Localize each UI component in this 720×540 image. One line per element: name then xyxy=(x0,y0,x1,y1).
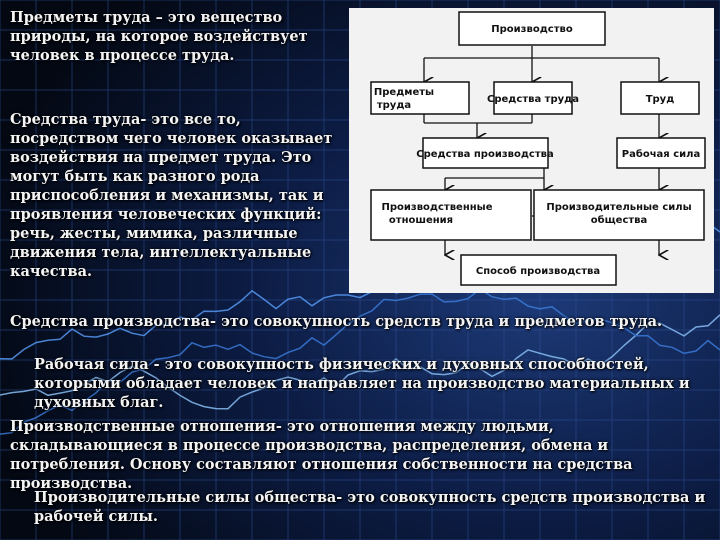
labor-force-definition: Рабочая сила - это совокупность физическ… xyxy=(34,356,690,411)
box-production-relations xyxy=(370,189,532,241)
box-mode-of-production xyxy=(460,254,617,286)
label-relations-line2: отношения xyxy=(389,215,453,226)
label-production: Производство xyxy=(491,24,573,35)
label-labor: Труд xyxy=(646,94,675,105)
box-productive-forces xyxy=(533,189,705,241)
label-objects-line2: труда xyxy=(377,100,411,111)
label-objects-line1: Предметы xyxy=(374,87,434,98)
productive-forces-definition: Производительные силы общества- это сово… xyxy=(34,489,706,525)
label-relations-line1: Производственные xyxy=(382,202,493,213)
box-labor xyxy=(620,81,700,115)
label-labor-force: Рабочая сила xyxy=(622,148,700,160)
means-of-production-definition: Средства производства- это совокупность … xyxy=(10,313,663,330)
label-means-of-production: Средства производства xyxy=(416,149,553,160)
box-means-of-production xyxy=(422,137,549,169)
production-relations-definition: Производственные отношения- это отношени… xyxy=(10,418,633,492)
box-objects-of-labor xyxy=(370,81,470,115)
label-mode-of-production: Способ производства xyxy=(476,265,600,277)
label-forces-line2: общества xyxy=(591,214,648,226)
label-means-of-labor: Средства труда xyxy=(487,94,579,105)
box-production xyxy=(458,11,606,46)
objects-of-labor-definition: Предметы труда – это вещество природы, н… xyxy=(10,9,308,64)
box-means-of-labor xyxy=(493,81,573,115)
label-forces-line1: Производительные силы xyxy=(546,202,691,213)
box-labor-force xyxy=(616,137,706,169)
means-of-labor-definition: Средства труда- это все то, посредством … xyxy=(10,111,333,280)
production-diagram: Производство Предметы труда Средства тру… xyxy=(349,8,714,293)
